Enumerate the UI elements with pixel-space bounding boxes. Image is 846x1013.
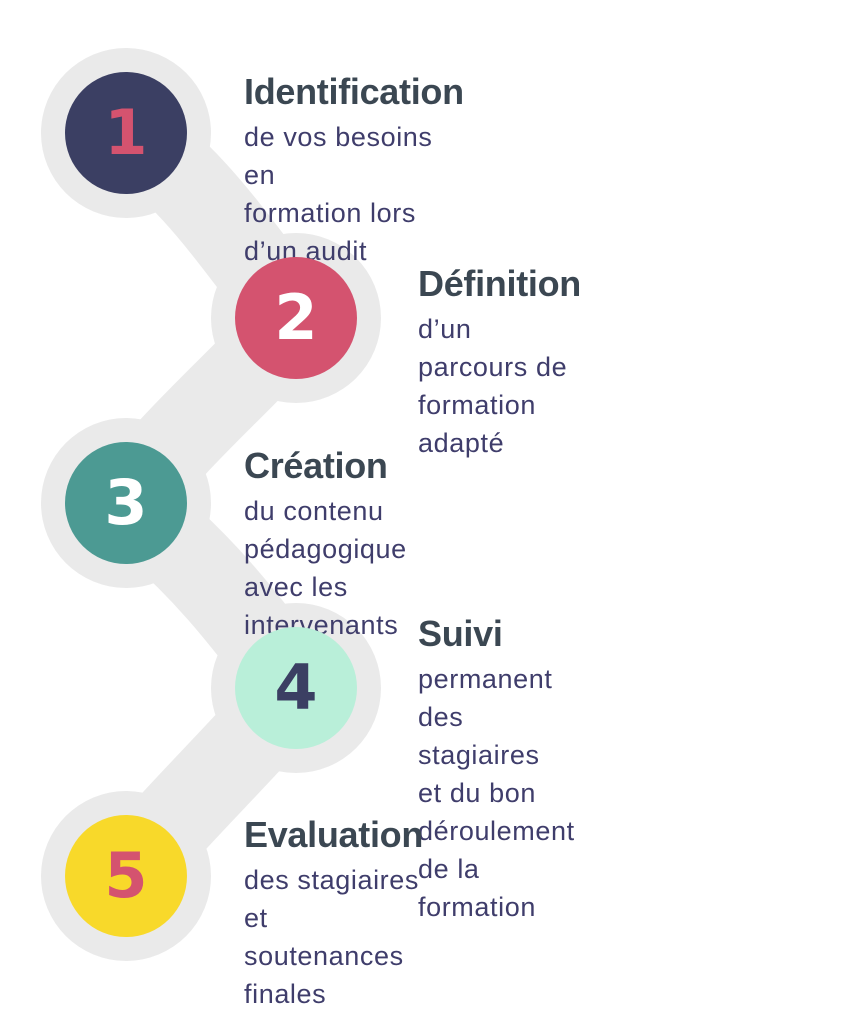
step-description-line: permanent des stagiaires — [418, 664, 553, 770]
step-description-line: du contenu pédagogique — [244, 496, 407, 564]
step-number-circle: 3 — [65, 442, 187, 564]
step-number: 2 — [274, 281, 318, 354]
step-text: Définition d’un parcours de formation ad… — [418, 264, 581, 462]
step-description-line: de la formation — [418, 854, 536, 922]
step-number-circle: 1 — [65, 72, 187, 194]
step-number-circle: 5 — [65, 815, 187, 937]
step-title: Suivi — [418, 613, 503, 654]
step-number: 5 — [104, 839, 148, 912]
step-description-line: d’un parcours de — [418, 314, 568, 382]
step-description-line: des stagiaires — [244, 865, 419, 895]
step-text: Evaluation des stagiaires et soutenances… — [244, 815, 423, 1013]
step-description-line: de vos besoins en — [244, 122, 433, 190]
step-title: Identification — [244, 71, 464, 112]
step-number-circle: 2 — [235, 257, 357, 379]
step-number: 4 — [274, 651, 318, 724]
step-description-line: et soutenances finales — [244, 903, 404, 1009]
step-description-line: formation adapté — [418, 390, 536, 458]
step-text: Création du contenu pédagogique avec les… — [244, 446, 407, 644]
step-number: 3 — [104, 466, 148, 539]
step-title: Création — [244, 445, 388, 486]
step-text: Suivi permanent des stagiaires et du bon… — [418, 614, 575, 926]
step-number-circle: 4 — [235, 627, 357, 749]
step-text: Identification de vos besoins en formati… — [244, 72, 464, 270]
step-number: 1 — [104, 96, 148, 169]
step-title: Définition — [418, 263, 581, 304]
step-title: Evaluation — [244, 814, 424, 855]
step-description-line: et du bon déroulement — [418, 778, 575, 846]
step-description-line: formation lors d’un audit — [244, 198, 416, 266]
